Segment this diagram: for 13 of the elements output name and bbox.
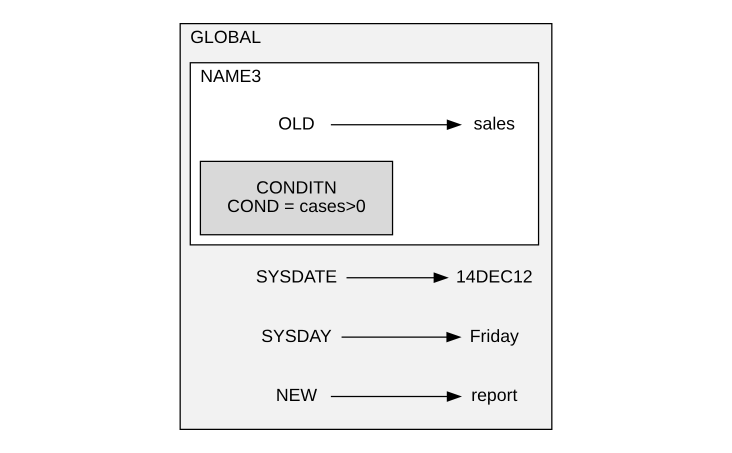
node-text: 14DEC12 <box>456 266 533 286</box>
node-text: SYSDATE <box>256 266 338 286</box>
arrow <box>330 119 462 130</box>
node-box: CONDITN COND = cases>0 <box>200 160 394 236</box>
node-text: sales <box>474 113 515 134</box>
arrow <box>346 272 449 284</box>
arrow <box>342 332 462 342</box>
arrow <box>330 391 462 402</box>
node-text: SYSDAY <box>261 326 332 346</box>
node-text: report <box>471 385 518 406</box>
node-text: OLD <box>278 113 315 134</box>
node-text: Friday <box>470 326 519 346</box>
node-text: NEW <box>276 385 318 406</box>
